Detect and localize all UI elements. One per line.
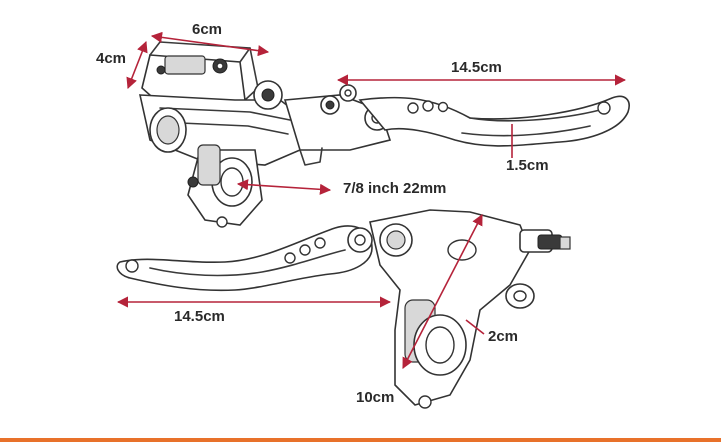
clutch-body-length-label: 10cm [356,389,394,406]
clutch-lever-length-label: 14.5cm [174,308,225,325]
bottom-accent-bar [0,438,721,442]
bar-clamp-label: 7/8 inch 22mm [343,180,446,197]
clutch-lever-blade-sketch [116,225,373,292]
brake-lever-width-label: 1.5cm [506,157,549,174]
reservoir-height-arrow [126,40,148,90]
clutch-clamp-width-label: 2cm [488,328,518,345]
clutch-body-length-arrow [402,214,483,369]
brake-master-cylinder-sketch [138,41,392,228]
reservoir-width-label: 6cm [192,21,222,38]
dimension-labels: 6cm 4cm 14.5cm 1.5cm 7/8 inch 22mm 14.5c… [96,21,549,406]
bar-clamp-arrow [236,179,332,195]
brake-lever-length-label: 14.5cm [451,59,502,76]
brake-lever-blade-sketch [358,95,630,147]
reservoir-height-label: 4cm [96,50,126,67]
reservoir-width-arrow [150,31,270,57]
dimension-arrows [116,31,627,369]
